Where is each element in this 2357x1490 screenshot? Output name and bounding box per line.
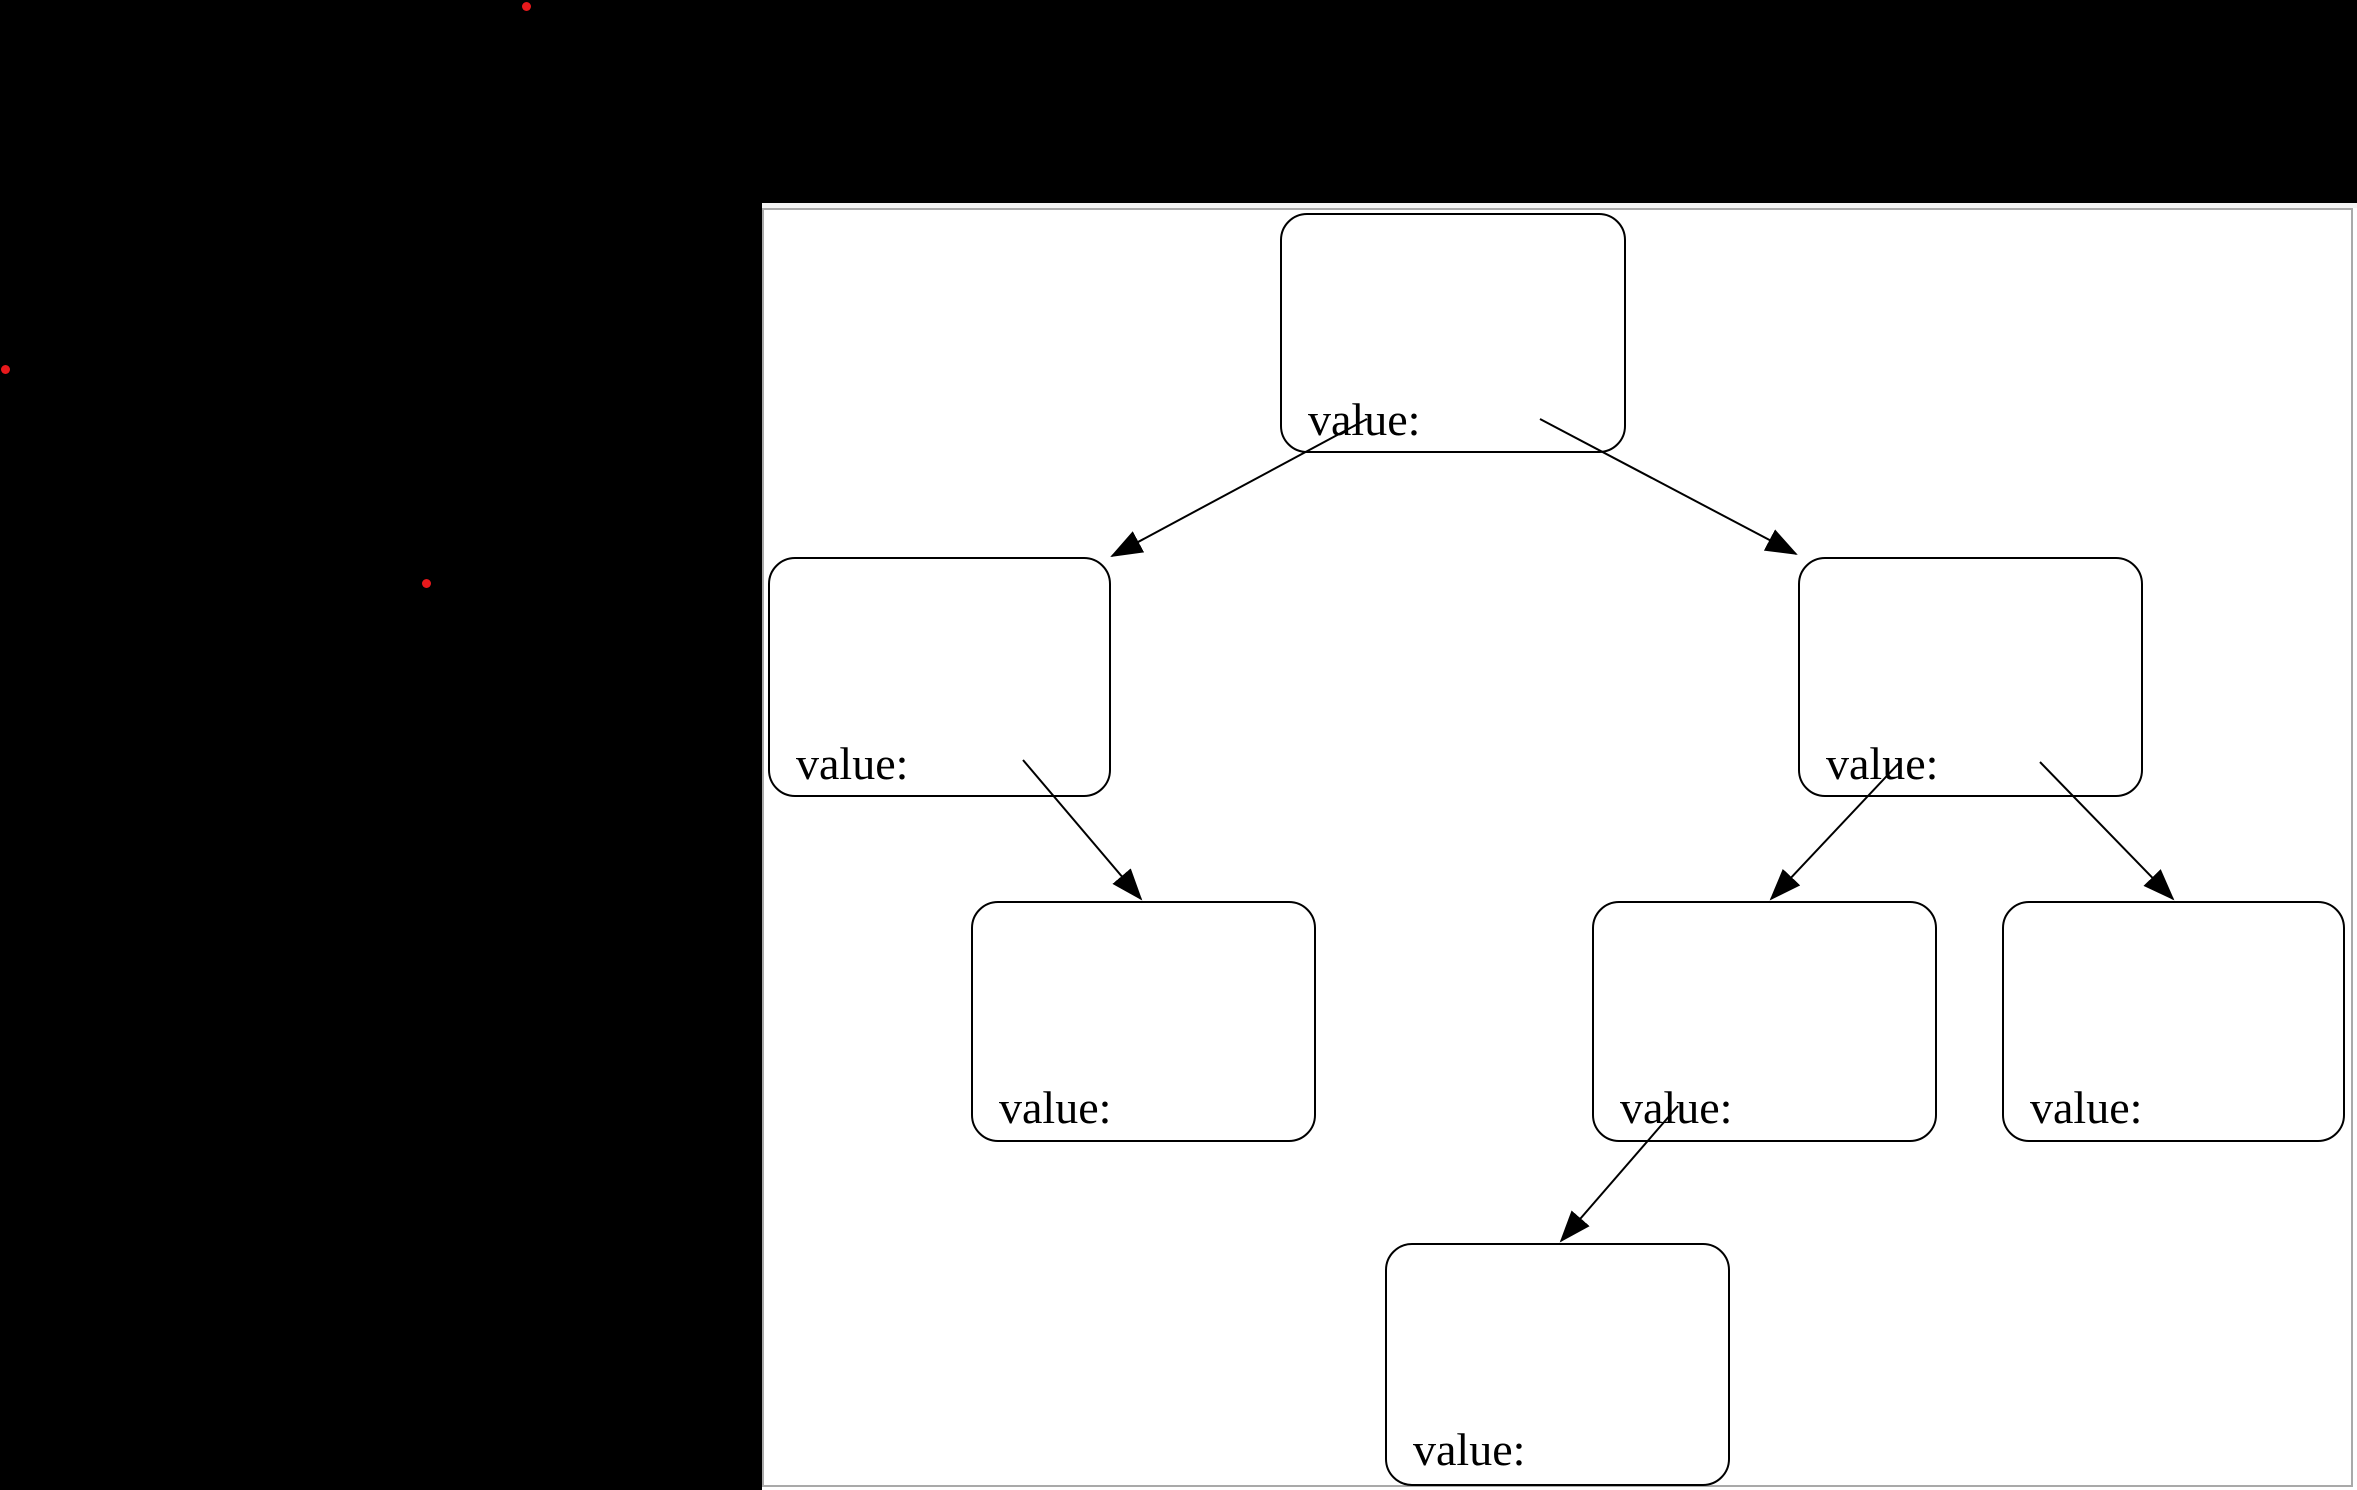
node-value-label: value: [796,738,909,789]
node-value-label: value: [1413,1424,1526,1475]
node-value-label: value: [999,1082,1112,1133]
node-fields: value: color: [770,559,1109,795]
tree-node-right-child: value: color: [1798,557,2143,797]
node-value-label: value: [1308,394,1421,445]
window-border-frame [762,208,2353,1487]
node-fields: value: color: [1387,1245,1728,1484]
node-value-label: value: [2030,1082,2143,1133]
tree-node-right-right-grandchild: value: color: [2002,901,2345,1142]
red-dot [1,365,10,374]
tree-node-bottom: value: color: [1385,1243,1730,1486]
node-fields: value: color: [1594,903,1935,1140]
red-dot [422,579,431,588]
tree-node-left-child: value: color: [768,557,1111,797]
node-value-label: value: [1620,1082,1733,1133]
tree-node-root: value: color: [1280,213,1626,453]
node-fields: value: color: [973,903,1314,1140]
window-top-strip [762,203,2357,208]
node-value-label: value: [1826,738,1939,789]
node-fields: value: color: [1282,215,1624,451]
node-fields: value: color: [2004,903,2343,1140]
tree-node-left-right-grandchild: value: color: [971,901,1316,1142]
tree-node-right-left-grandchild: value: color: [1592,901,1937,1142]
red-dot [522,2,531,11]
node-fields: value: color: [1800,559,2141,795]
